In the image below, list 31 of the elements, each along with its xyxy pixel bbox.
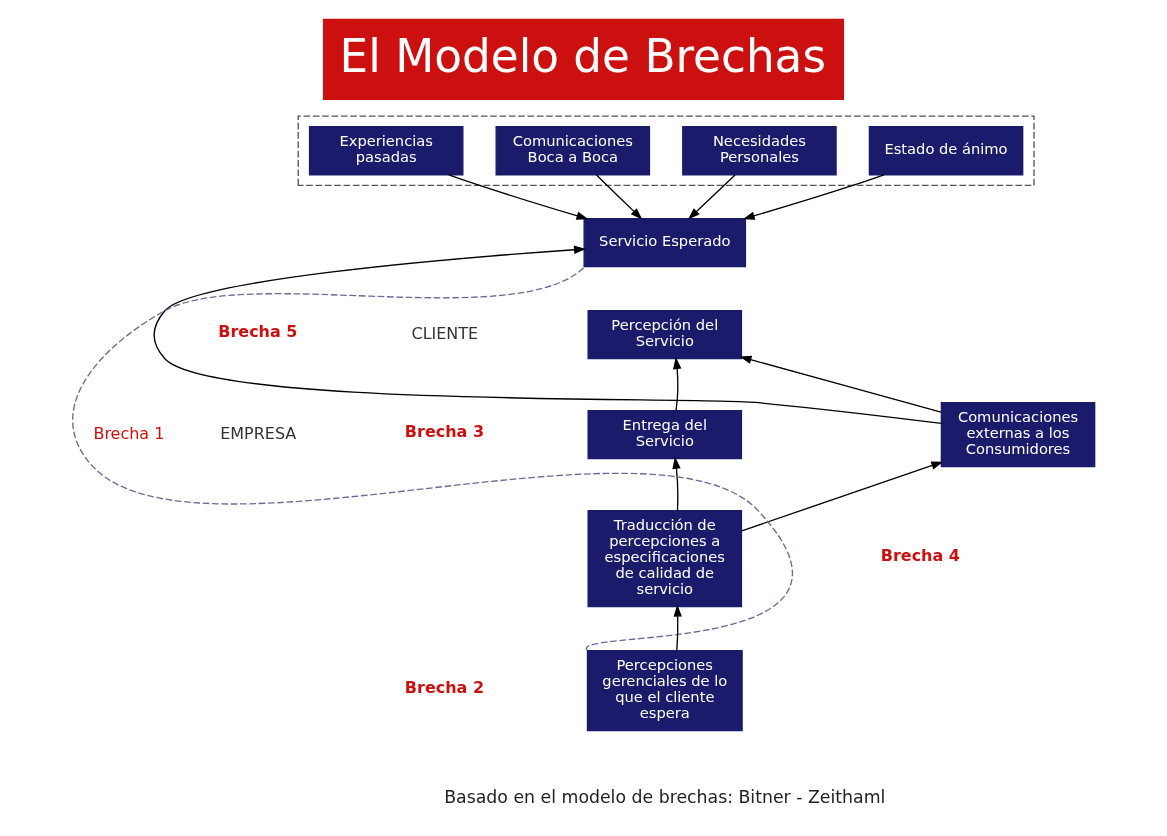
arrow [739,355,942,413]
node-box: Comunicaciones externas a los Consumidores [940,402,1096,468]
label: Brecha 4 [880,546,960,566]
label: EMPRESA [220,423,297,443]
node-box: Comunicaciones Boca a Boca [495,126,651,176]
node-box: Estado de ánimo [868,126,1024,176]
arrow [672,456,681,512]
node-box: Traducción de percepciones a especificaciones de calidad de servicio [587,509,743,608]
label: CLIENTE [411,323,479,343]
node-box: Experiencias pasadas [308,126,464,176]
arrow [687,174,736,220]
arrow [153,245,942,425]
arrow [673,357,682,412]
node-box: Percepciones gerenciales de lo que el cliente espera [586,649,743,732]
node-box: Entrega del Servicio [587,410,743,460]
label: Brecha 3 [404,422,485,442]
caption: Basado en el modelo de brechas: Bitner - Zeithaml [444,787,886,808]
arrow [673,604,682,651]
cluster [297,115,1035,187]
label: Brecha 2 [404,678,485,698]
edge-label: Brecha 1 [93,423,165,443]
arrow [741,461,944,532]
connector [72,266,794,652]
arrow [595,174,643,220]
node-box: Necesidades Personales [682,126,837,176]
diagram-title: El Modelo de Brechas [339,29,827,83]
arrow [742,174,885,220]
arrow [448,174,589,220]
label: Brecha 5 [218,322,298,342]
node-box: Servicio Esperado [583,218,747,268]
node-box: Percepción del Servicio [587,310,743,360]
